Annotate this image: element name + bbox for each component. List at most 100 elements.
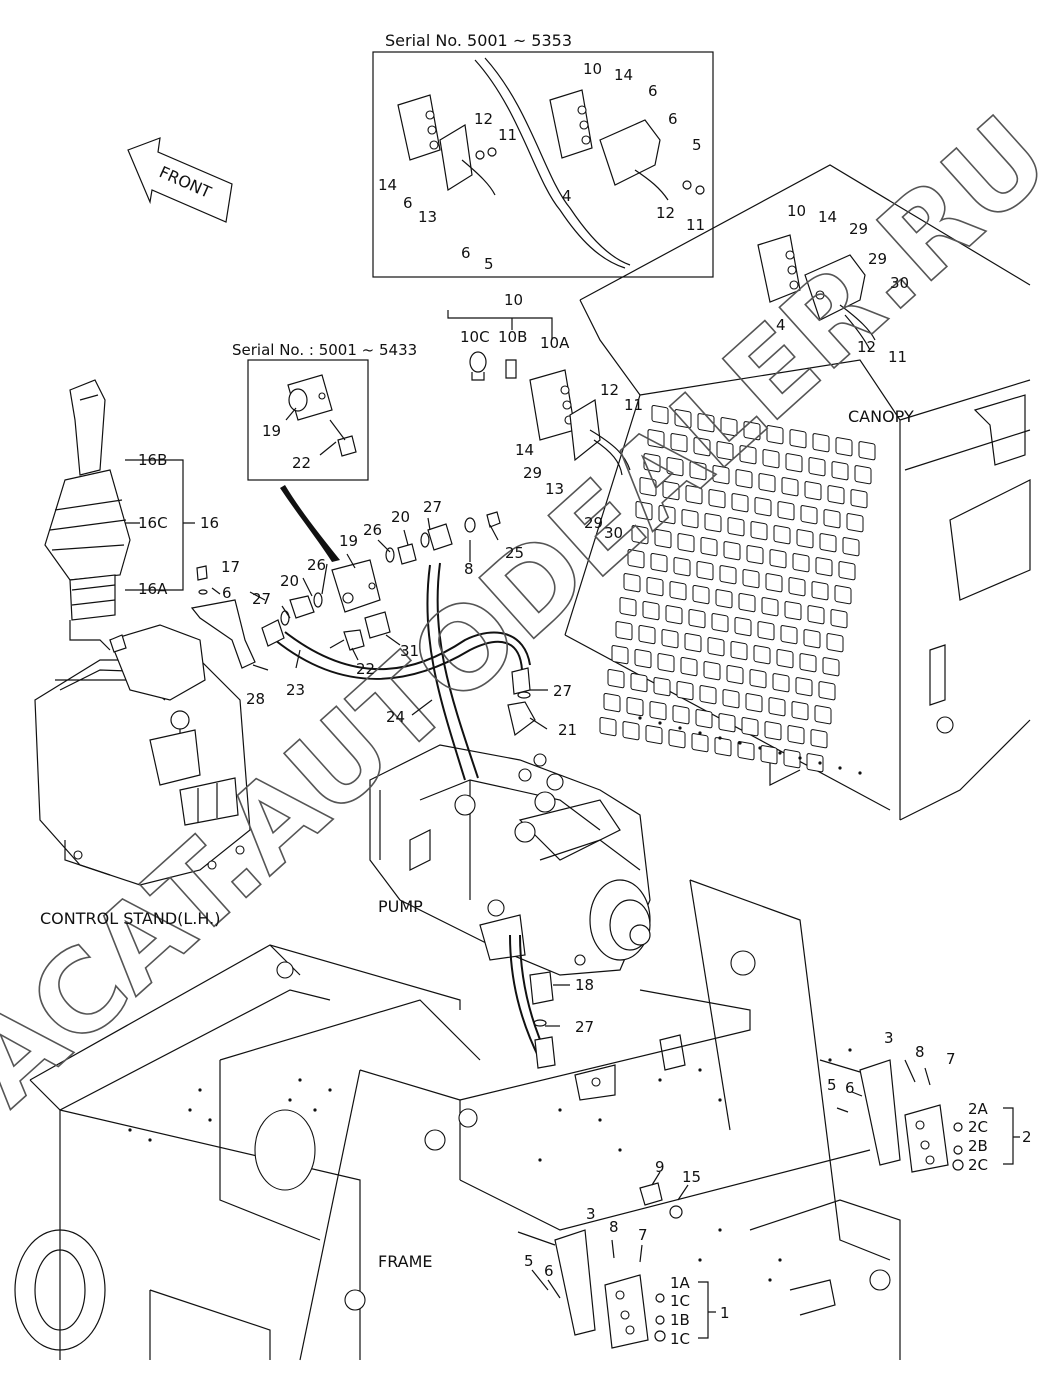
callout: 11 — [686, 216, 705, 234]
frame — [14, 879, 901, 1361]
callout: 4 — [776, 316, 786, 334]
work-lamp-10a — [469, 351, 631, 476]
control-stand — [34, 624, 251, 886]
hydraulic-lines — [190, 511, 556, 1069]
callout: 13 — [545, 480, 564, 498]
callout: 22 — [292, 454, 311, 472]
callout: 2A — [968, 1100, 989, 1118]
callout: 27 — [252, 590, 271, 608]
mid-inset-serial: Serial No. : 5001 ~ 5433 — [232, 341, 417, 359]
pump-label: PUMP — [378, 897, 423, 916]
callout: 29 — [523, 464, 542, 482]
callout: 4 — [562, 187, 572, 205]
callout: 26 — [363, 521, 382, 539]
callout: 12 — [857, 338, 876, 356]
callout: 6 — [222, 584, 232, 602]
pump — [369, 744, 651, 976]
canopy-mesh — [599, 404, 876, 773]
canopy — [564, 164, 1031, 821]
joystick-16 — [44, 379, 131, 653]
callout: 1 — [720, 1304, 730, 1322]
callout: 14 — [515, 441, 534, 459]
watermark: ACAT.AUTODEALER.RU — [0, 92, 1060, 1130]
callout: 14 — [614, 66, 633, 84]
top-inset-serial: Serial No. 5001 ~ 5353 — [385, 31, 572, 50]
callout: 6 — [544, 1262, 554, 1280]
callout: 17 — [221, 558, 240, 576]
callout: 21 — [558, 721, 577, 739]
callout: 16C — [138, 514, 168, 532]
callout: 11 — [498, 126, 517, 144]
callout: 1B — [670, 1311, 690, 1329]
labels: Serial No. 5001 ~ 5353 Serial No. : 5001… — [40, 31, 1032, 1348]
callout: 10 — [504, 291, 523, 309]
callout: 11 — [888, 348, 907, 366]
callout: 10C — [460, 328, 490, 346]
callout: 18 — [575, 976, 594, 994]
callout: 24 — [386, 708, 405, 726]
callout: 6 — [845, 1079, 855, 1097]
callout: 20 — [391, 508, 410, 526]
callout: 10 — [787, 202, 806, 220]
callout: 23 — [286, 681, 305, 699]
callout: 28 — [246, 690, 265, 708]
callout: 25 — [505, 544, 524, 562]
frame-label: FRAME — [378, 1252, 433, 1271]
front-direction-arrow: FRONT — [127, 137, 233, 223]
callout: 5 — [827, 1076, 837, 1094]
callout: 14 — [818, 208, 837, 226]
callout: 16 — [200, 514, 219, 532]
callout: 30 — [604, 524, 623, 542]
callout: 6 — [668, 110, 678, 128]
lamp-1 — [554, 1182, 683, 1349]
callout: 6 — [648, 82, 658, 100]
callout: 12 — [600, 381, 619, 399]
inset-serial-5433 — [247, 359, 369, 562]
callout: 8 — [609, 1218, 619, 1236]
callout: 10A — [540, 334, 570, 352]
callout: 5 — [524, 1252, 534, 1270]
callout: 29 — [584, 514, 603, 532]
callout: 27 — [423, 498, 442, 516]
callout: 16B — [138, 451, 167, 469]
callout: 2C — [968, 1156, 988, 1174]
callout: 8 — [464, 560, 474, 578]
callout: 11 — [624, 396, 643, 414]
callout: 19 — [262, 422, 281, 440]
callout: 22 — [356, 660, 375, 678]
callout: 2C — [968, 1118, 988, 1136]
canopy-label: CANOPY — [848, 407, 914, 426]
callout: 27 — [553, 682, 572, 700]
callout: 3 — [586, 1205, 596, 1223]
inset-serial-5353 — [372, 51, 714, 278]
callout: 7 — [946, 1050, 956, 1068]
callout: 1A — [670, 1274, 691, 1292]
callout: 2 — [1022, 1128, 1032, 1146]
callout: 6 — [461, 244, 471, 262]
leader-lines — [125, 310, 1020, 1339]
callout: 12 — [656, 204, 675, 222]
callout: 29 — [849, 220, 868, 238]
callout: 30 — [890, 274, 909, 292]
callout: 14 — [378, 176, 397, 194]
callout: 1C — [670, 1330, 690, 1348]
callout: 10B — [498, 328, 527, 346]
canopy-lamp — [757, 234, 876, 351]
callout: 15 — [682, 1168, 701, 1186]
callout: 6 — [403, 194, 413, 212]
callout: 19 — [339, 532, 358, 550]
callout: 16A — [138, 580, 168, 598]
callout: 8 — [915, 1043, 925, 1061]
control-stand-label: CONTROL STAND(L.H.) — [40, 909, 220, 928]
callout: 5 — [692, 136, 702, 154]
callout: 7 — [638, 1226, 648, 1244]
callout: 31 — [400, 642, 419, 660]
callout: 20 — [280, 572, 299, 590]
callout: 9 — [655, 1158, 665, 1176]
callout: 2B — [968, 1137, 988, 1155]
callout: 12 — [474, 110, 493, 128]
lamp-2 — [859, 1059, 964, 1173]
callout: 26 — [307, 556, 326, 574]
